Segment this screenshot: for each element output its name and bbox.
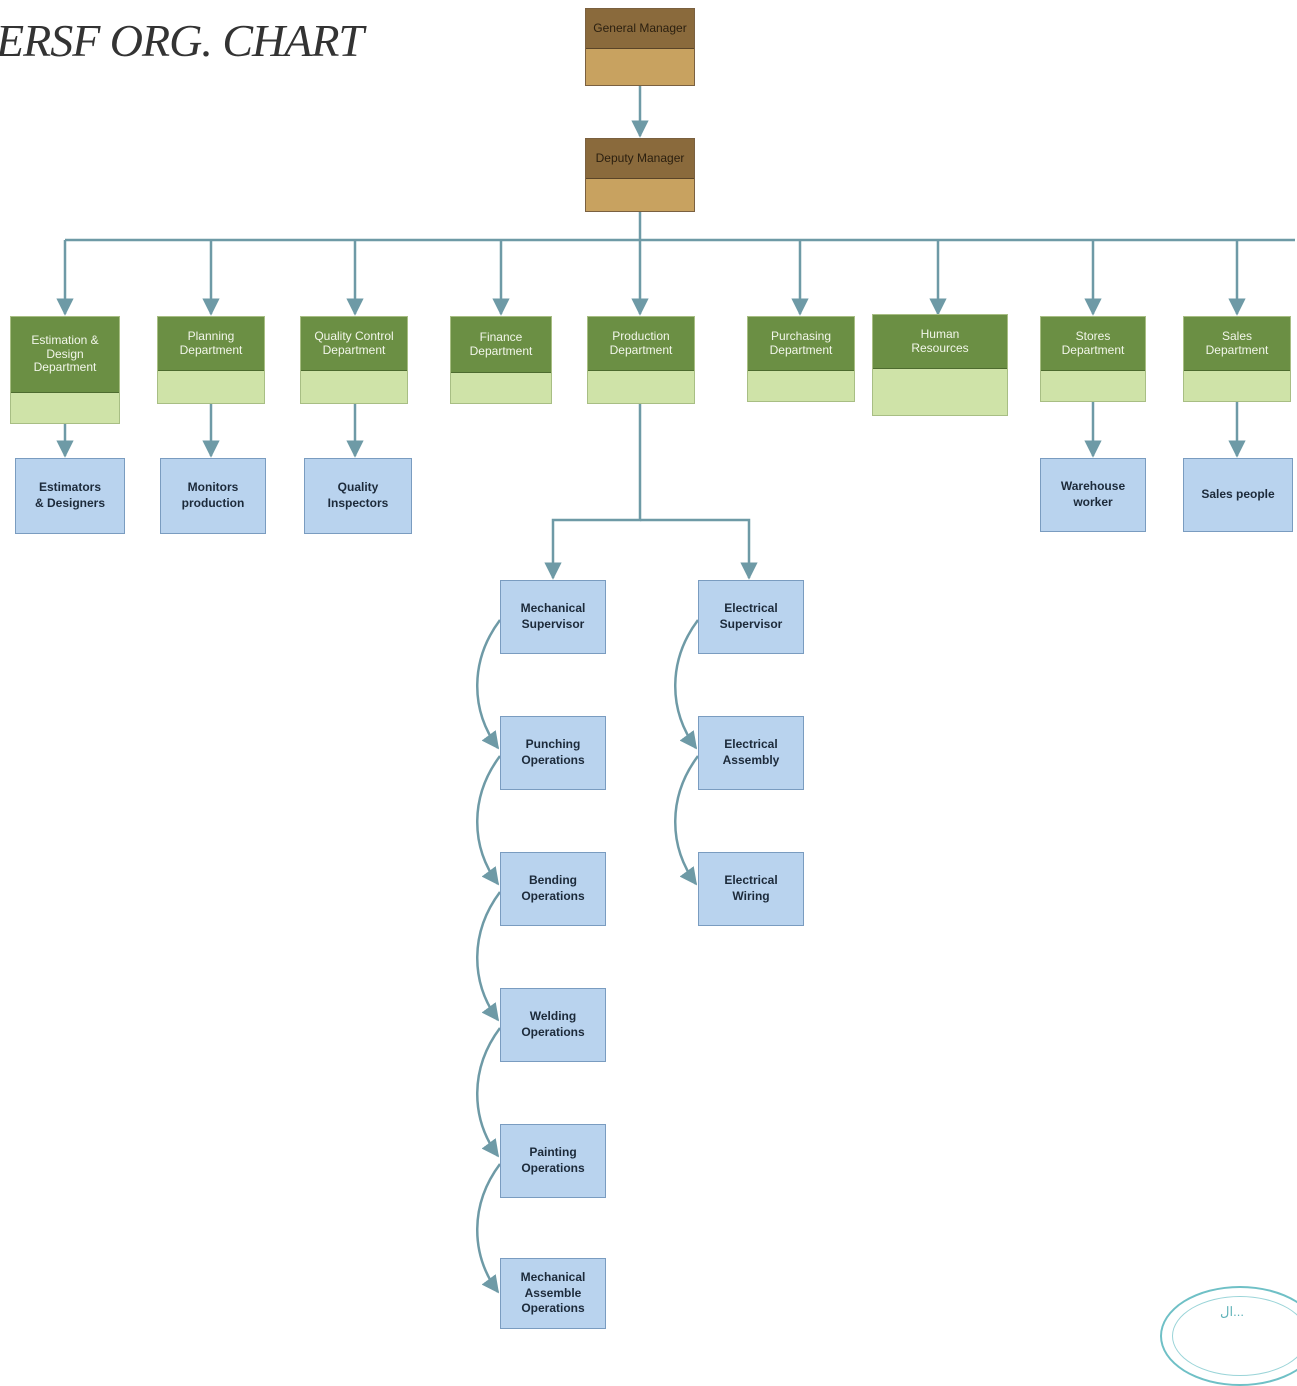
production-department-box[interactable]: Production Department: [587, 316, 695, 404]
connector-mech-2: [476, 755, 502, 886]
mechanical-assemble-operations-box[interactable]: Mechanical Assemble Operations: [500, 1258, 606, 1329]
connector-lines: [56, 86, 1295, 1294]
sales-people-box[interactable]: Sales people: [1183, 458, 1293, 532]
connector-mech-4: [476, 1027, 502, 1158]
punching-operations-box[interactable]: Punching Operations: [500, 716, 606, 790]
sales-department-box[interactable]: Sales Department: [1183, 316, 1291, 402]
electrical-assembly-box[interactable]: Electrical Assembly: [698, 716, 804, 790]
deputy-manager-label: Deputy Manager: [586, 139, 694, 179]
human-resources-label: Human Resources: [873, 315, 1007, 369]
quality-control-department-box[interactable]: Quality Control Department: [300, 316, 408, 404]
finance-department-label: Finance Department: [451, 317, 551, 373]
connector-mech-3: [476, 891, 502, 1022]
electrical-wiring-box[interactable]: Electrical Wiring: [698, 852, 804, 926]
connector-production-electrical: [640, 518, 758, 580]
general-manager-label: General Manager: [586, 9, 694, 49]
connector-mech-1: [476, 619, 502, 750]
planning-department-box[interactable]: Planning Department: [157, 316, 265, 404]
connector-mech-5: [476, 1163, 502, 1294]
human-resources-box[interactable]: Human Resources: [872, 314, 1008, 416]
estimation-department-box[interactable]: Estimation & Design Department: [10, 316, 120, 424]
warehouse-worker-box[interactable]: Warehouse worker: [1040, 458, 1146, 532]
deputy-manager-box[interactable]: Deputy Manager: [585, 138, 695, 212]
purchasing-department-box[interactable]: Purchasing Department: [747, 316, 855, 402]
quality-inspectors-box[interactable]: Quality Inspectors: [304, 458, 412, 534]
monitors-production-box[interactable]: Monitors production: [160, 458, 266, 534]
sales-department-label: Sales Department: [1184, 317, 1290, 371]
welding-operations-box[interactable]: Welding Operations: [500, 988, 606, 1062]
chart-title: ERSF ORG. CHART: [0, 15, 364, 66]
purchasing-department-label: Purchasing Department: [748, 317, 854, 371]
seal-text: ال...: [1220, 1304, 1244, 1319]
estimators-designers-box[interactable]: Estimators & Designers: [15, 458, 125, 534]
stores-department-box[interactable]: Stores Department: [1040, 316, 1146, 402]
estimation-department-label: Estimation & Design Department: [11, 317, 119, 393]
quality-control-department-label: Quality Control Department: [301, 317, 407, 371]
mechanical-supervisor-box[interactable]: Mechanical Supervisor: [500, 580, 606, 654]
connector-elec-1: [674, 619, 700, 750]
general-manager-box[interactable]: General Manager: [585, 8, 695, 86]
painting-operations-box[interactable]: Painting Operations: [500, 1124, 606, 1198]
planning-department-label: Planning Department: [158, 317, 264, 371]
electrical-supervisor-box[interactable]: Electrical Supervisor: [698, 580, 804, 654]
production-department-label: Production Department: [588, 317, 694, 371]
finance-department-box[interactable]: Finance Department: [450, 316, 552, 404]
connector-production-split: [544, 404, 642, 580]
official-seal: ال...: [1160, 1286, 1297, 1386]
connector-elec-2: [674, 755, 700, 886]
bending-operations-box[interactable]: Bending Operations: [500, 852, 606, 926]
stores-department-label: Stores Department: [1041, 317, 1145, 371]
